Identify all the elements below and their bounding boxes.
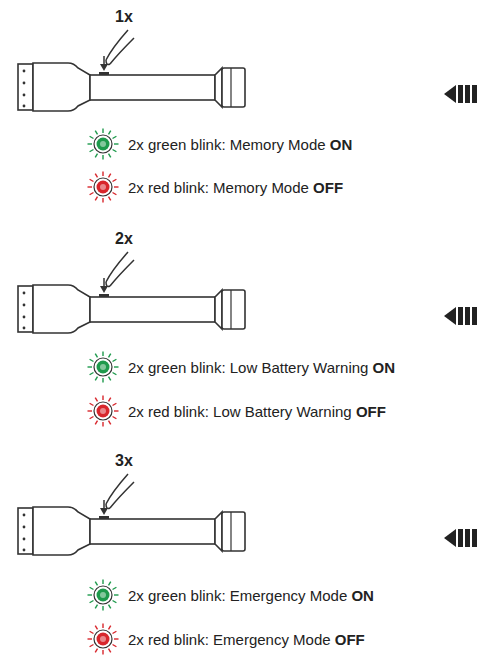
press-count: 1x: [115, 8, 133, 26]
legend-text: 2x red blink: Emergency Mode OFF: [128, 631, 365, 648]
legend-text: 2x red blink: Memory Mode OFF: [128, 179, 343, 196]
legend-text: 2x green blink: Emergency Mode ON: [128, 587, 374, 604]
legend-row: 2x green blink: Memory Mode ON: [86, 131, 352, 157]
led-swatch: [86, 622, 120, 656]
legend-row: 2x green blink: Low Battery Warning ON: [86, 354, 395, 380]
legend-row: 2x red blink: Emergency Mode OFF: [86, 626, 365, 652]
led-swatch: [86, 127, 120, 161]
flashlight: [18, 252, 477, 333]
press-count: 2x: [115, 230, 133, 248]
flashlight: [18, 30, 477, 111]
legend-text: 2x green blink: Memory Mode ON: [128, 136, 352, 153]
legend-text: 2x red blink: Low Battery Warning OFF: [128, 403, 386, 420]
flashlight: [18, 474, 477, 555]
led-swatch: [86, 350, 120, 384]
legend-row: 2x green blink: Emergency Mode ON: [86, 582, 374, 608]
led-swatch: [86, 578, 120, 612]
press-count: 3x: [115, 452, 133, 470]
legend-row: 2x red blink: Memory Mode OFF: [86, 174, 343, 200]
led-swatch: [86, 394, 120, 428]
led-swatch: [86, 170, 120, 204]
legend-text: 2x green blink: Low Battery Warning ON: [128, 359, 395, 376]
legend-row: 2x red blink: Low Battery Warning OFF: [86, 398, 386, 424]
